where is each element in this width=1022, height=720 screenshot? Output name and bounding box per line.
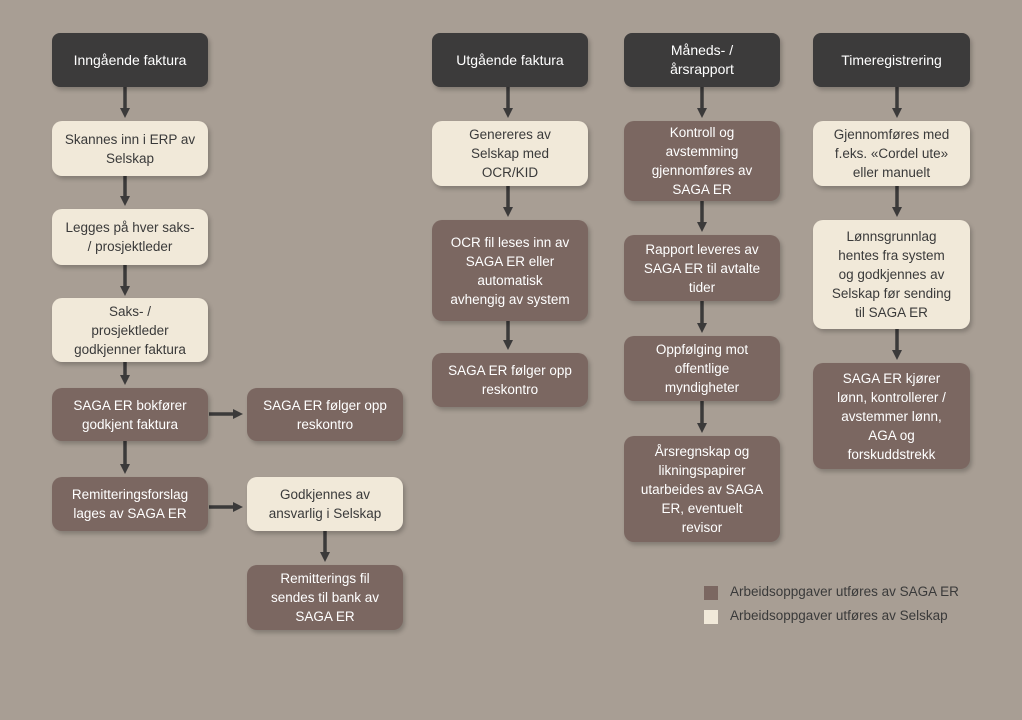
step-skannes-inn: Skannes inn i ERP av Selskap xyxy=(52,121,208,176)
step-genereres-av-selskap: Genereres av Selskap med OCR/KID xyxy=(432,121,588,186)
step-remitterings-fil: Remitterings fil sendes til bank av SAGA… xyxy=(247,565,403,630)
step-remitteringsforslag: Remitteringsforslag lages av SAGA ER xyxy=(52,477,208,531)
step-oppfolging-myndigheter: Oppfølging mot offentlige myndigheter xyxy=(624,336,780,401)
step-lonnsgrunnlag-hentes: Lønnsgrunnlag hentes fra system og godkj… xyxy=(813,220,970,329)
step-folger-opp-reskontro-inngaende: SAGA ER følger opp reskontro xyxy=(247,388,403,441)
step-rapport-leveres: Rapport leveres av SAGA ER til avtalte t… xyxy=(624,235,780,301)
step-aarsregnskap: Årsregnskap og likningspapirer utarbeide… xyxy=(624,436,780,542)
legend-swatch-saga xyxy=(704,586,718,600)
step-saga-kjorer-lonn: SAGA ER kjører lønn, kontrollerer / avst… xyxy=(813,363,970,469)
header-utgaende-faktura: Utgående faktura xyxy=(432,33,588,87)
step-kontroll-og-avstemming: Kontroll og avstemming gjennomføres av S… xyxy=(624,121,780,201)
step-godkjenner-faktura: Saks- / prosjektleder godkjenner faktura xyxy=(52,298,208,362)
step-bokforer-faktura: SAGA ER bokfører godkjent faktura xyxy=(52,388,208,441)
header-maaneds-aarsrapport: Måneds- / årsrapport xyxy=(624,33,780,87)
step-folger-opp-reskontro-utgaende: SAGA ER følger opp reskontro xyxy=(432,353,588,407)
step-ocr-fil-leses-inn: OCR fil leses inn av SAGA ER eller autom… xyxy=(432,220,588,321)
header-timeregistrering: Timeregistrering xyxy=(813,33,970,87)
legend-label-selskap: Arbeidsoppgaver utføres av Selskap xyxy=(730,608,948,623)
legend-swatch-selskap xyxy=(704,610,718,624)
step-gjennomfores-med-cordel: Gjennomføres med f.eks. «Cordel ute» ell… xyxy=(813,121,970,186)
legend-label-saga: Arbeidsoppgaver utføres av SAGA ER xyxy=(730,584,959,599)
step-legges-paa-saksleder: Legges på hver saks- / prosjektleder xyxy=(52,209,208,265)
header-inngaende-faktura: Inngående faktura xyxy=(52,33,208,87)
step-godkjennes-av-ansvarlig: Godkjennes av ansvarlig i Selskap xyxy=(247,477,403,531)
